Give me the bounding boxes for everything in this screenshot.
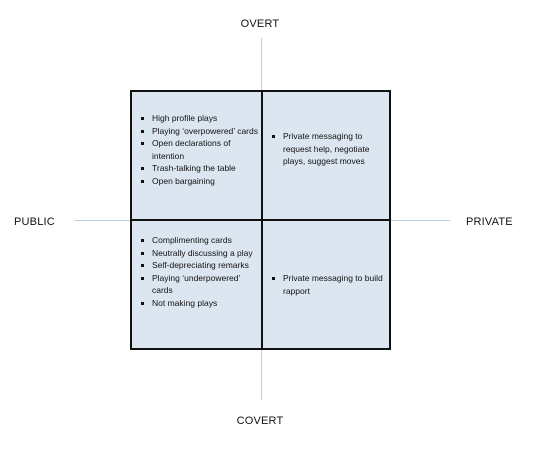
quadrant-overt-private: Private messaging to request help, negot…	[261, 90, 391, 221]
list-item: Playing ‘underpowered’ cards	[140, 272, 258, 297]
bullet-list-covert-public: Complimenting cards Neutrally discussing…	[140, 234, 258, 309]
quadrant-covert-public: Complimenting cards Neutrally discussing…	[130, 219, 263, 350]
quadrant-covert-private: Private messaging to build rapport	[261, 219, 391, 350]
list-item: Self-depreciating remarks	[140, 259, 258, 272]
quadrant-overt-public: High profile plays Playing ‘overpowered’…	[130, 90, 263, 221]
list-item: Open bargaining	[140, 175, 258, 188]
list-item: Private messaging to build rapport	[271, 272, 383, 297]
axis-label-overt: OVERT	[240, 18, 280, 30]
list-item: Trash-talking the table	[140, 162, 258, 175]
axis-label-covert: COVERT	[236, 415, 284, 427]
list-item: Private messaging to request help, negot…	[271, 130, 383, 168]
bullet-list-covert-private: Private messaging to build rapport	[271, 272, 383, 297]
list-item: Not making plays	[140, 297, 258, 310]
list-item: Playing ‘overpowered’ cards	[140, 125, 258, 138]
list-item: Neutrally discussing a play	[140, 247, 258, 260]
list-item: Open declarations of intention	[140, 137, 258, 162]
axis-label-private: PRIVATE	[466, 216, 513, 228]
axis-label-public: PUBLIC	[14, 216, 55, 228]
list-item: Complimenting cards	[140, 234, 258, 247]
bullet-list-overt-private: Private messaging to request help, negot…	[271, 130, 383, 168]
list-item: High profile plays	[140, 112, 258, 125]
bullet-list-overt-public: High profile plays Playing ‘overpowered’…	[140, 112, 258, 187]
